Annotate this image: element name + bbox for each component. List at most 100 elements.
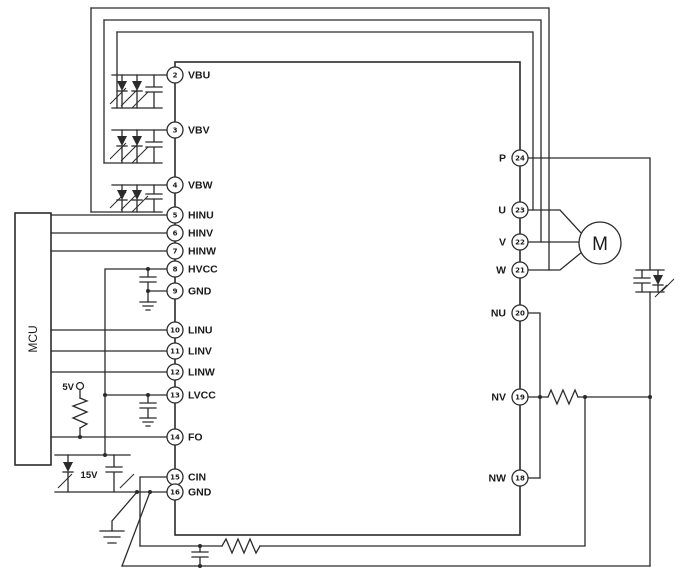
zener-diode-icon [116,129,143,164]
bootstrap-loop-wires [90,7,550,271]
pin-label: P [499,153,506,165]
pin-label: LINU [188,325,213,337]
pin-circle [166,428,184,446]
pin-number: 8 [173,266,178,274]
pin-left-linw: 12 LINW [166,363,215,381]
pin-right-p: 24 P [499,149,529,167]
pin-label: HVCC [188,264,218,276]
pin-circle [166,121,184,139]
cin-sense-network [139,396,586,568]
pin-circle [511,304,529,322]
pin-right-v: 22 V [499,233,529,251]
pin-circle [166,224,184,242]
pin-left-fo: 14 FO [166,428,203,446]
pin-circle [511,261,529,279]
pin-number: 13 [170,392,180,400]
mcu-signal-wires [50,214,168,438]
pin-number: 11 [170,348,180,356]
pin-left-hvcc: 8 HVCC [166,260,218,278]
pin-circle [511,149,529,167]
right-pins: 24 P 23 U 22 V 21 W 20 NU 19 NV [489,149,529,487]
supply-terminal-icon [75,381,85,391]
pin-circle [511,233,529,251]
zener-diode-icon [652,269,664,293]
pin-number: 20 [515,310,525,318]
pin-left-hinw: 7 HINW [166,242,216,260]
zener-diode-icon [116,74,143,109]
n-side-shunt-network [527,312,652,479]
pin-number: 21 [515,267,525,275]
pin-label: VBU [188,70,210,82]
pin-circle [166,206,184,224]
pin-label: GND [188,286,212,298]
capacitor-icon [105,454,123,493]
pin-circle [511,201,529,219]
pin-circle [511,388,529,406]
pin-number: 2 [173,72,178,80]
ground-icon [99,530,125,544]
pin-left-gnd-9: 9 GND [166,282,212,300]
pin-left-vbv: 3 VBV [166,121,210,139]
supply-15v-label: 15V [81,470,99,481]
pin-circle [166,260,184,278]
mcu-outline [14,212,52,466]
motor: M [578,221,622,265]
resistor-icon [71,397,89,429]
motor-label: M [592,234,608,255]
pin-left-linu: 10 LINU [166,321,213,339]
mcu-block: MCU [14,212,52,466]
pin-label: U [498,205,506,217]
filter-resistor-icon [221,537,261,555]
pin-number: 14 [170,434,180,442]
pin-number: 4 [173,182,178,190]
ipm-ic-outline [174,61,521,536]
pin-left-lvcc: 13 LVCC [166,386,216,404]
pin-number: 10 [170,327,180,335]
pin-circle [511,469,529,487]
pin-label: HINV [188,228,213,240]
ground-return [99,490,651,567]
pin-right-u: 23 U [498,201,529,219]
pin-label: CIN [188,472,206,484]
motor-phase-wires [527,209,583,271]
pin-number: 12 [170,369,180,377]
ground-icon [139,301,157,311]
pin-label: NU [491,308,506,320]
pin-circle [166,176,184,194]
pin-label: LVCC [188,390,216,402]
pin-circle [166,386,184,404]
vcc-rail-and-decoupling [103,267,168,456]
pin-right-w: 21 W [496,261,529,279]
supply-group-15v: 15V [54,453,168,493]
pin-circle [166,321,184,339]
bootstrap-group-vbu [109,31,168,109]
mcu-label: MCU [26,325,40,352]
ground-icon [139,417,157,427]
pin-number: 16 [170,489,180,497]
pin-label: GND [188,487,212,499]
pin-left-hinv: 6 HINV [166,224,213,242]
hatch-marks [654,278,675,298]
shunt-resistor-icon [547,388,579,406]
dc-link-group [527,157,675,567]
pin-circle [166,342,184,360]
pin-circle [166,242,184,260]
pin-label: LINV [188,346,212,358]
pin-left-hinu: 5 HINU [166,206,214,224]
bootstrap-group-vbv [103,19,168,164]
pin-number: 5 [173,212,178,220]
pin-number: 3 [173,127,178,135]
hatch-marks [109,191,149,213]
lvcc-capacitor-icon [139,394,157,419]
pin-circle [166,66,184,84]
zener-diode-icon [62,454,74,493]
pin-label: W [496,265,506,277]
pin-label: VBV [188,125,210,137]
hvcc-capacitor-icon [139,268,157,292]
pin-left-vbu: 2 VBU [166,66,210,84]
pin-number: 7 [173,248,178,256]
supply-5v-label: 5V [62,382,74,393]
pin-circle [166,363,184,381]
pin-number: 24 [515,155,525,163]
pin-left-linv: 11 LINV [166,342,212,360]
